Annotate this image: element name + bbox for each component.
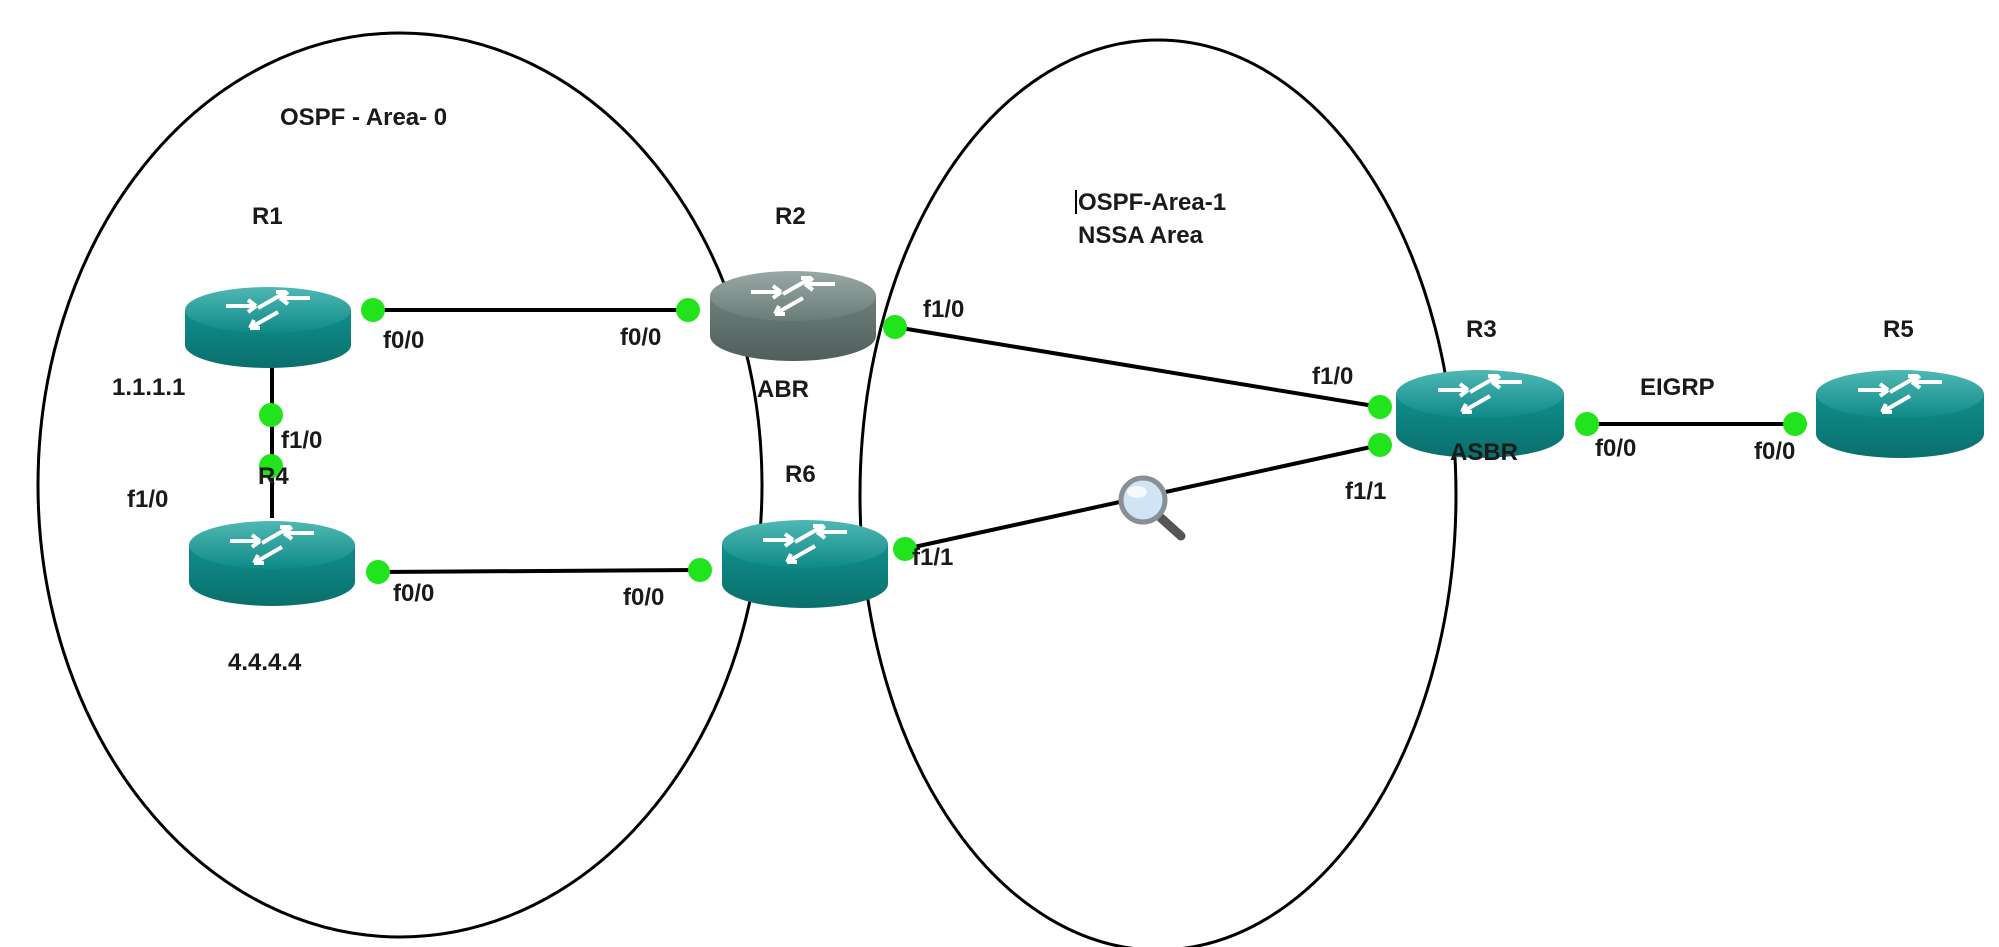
iface-r1-f10: f1/0 [281, 427, 322, 454]
router-id-r4: 4.4.4.4 [228, 649, 302, 676]
router-r4[interactable] [189, 521, 355, 606]
router-icon [1816, 370, 1984, 458]
iface-r4-f10: f1/0 [127, 486, 168, 513]
interface-dots [259, 298, 1807, 584]
router-label-r4: R4 [258, 463, 289, 490]
router-r5[interactable] [1816, 370, 1984, 458]
router-id-r1: 1.1.1.1 [112, 374, 185, 401]
router-icon [185, 287, 351, 368]
router-r6[interactable] [722, 520, 888, 608]
router-label-r1: R1 [252, 203, 283, 230]
router-icon [710, 271, 876, 361]
iface-r6-f00: f0/0 [623, 584, 664, 611]
iface-r1-f00: f0/0 [383, 327, 424, 354]
dot-r5-f00 [1783, 412, 1807, 436]
router-role-r3: ASBR [1450, 439, 1518, 466]
area-1-boundary [858, 38, 1458, 947]
router-role-r2: ABR [757, 376, 809, 403]
router-icon [189, 521, 355, 606]
router-label-r3: R3 [1466, 316, 1497, 343]
router-label-r5: R5 [1883, 316, 1914, 343]
router-icon [722, 520, 888, 608]
dot-r6-f11 [893, 537, 917, 561]
dot-r4-f10 [259, 454, 283, 478]
area-0-boundary [36, 31, 764, 939]
dot-r3-f10 [1368, 395, 1392, 419]
eigrp-label: EIGRP [1640, 374, 1715, 401]
area-0-title: OSPF - Area- 0 [280, 104, 447, 131]
dot-r2-f10 [883, 315, 907, 339]
dot-r3-f00 [1575, 412, 1599, 436]
router-label-r2: R2 [775, 203, 806, 230]
dot-r2-f00 [676, 298, 700, 322]
iface-r2-f10: f1/0 [923, 296, 964, 323]
area-1-title: OSPF-Area-1 [1078, 189, 1226, 216]
link-r4-r6 [377, 568, 701, 574]
router-r2[interactable] [710, 271, 876, 361]
iface-r3-f11: f1/1 [1345, 478, 1386, 505]
iface-r2-f00: f0/0 [620, 324, 661, 351]
magnifier-icon[interactable] [1118, 475, 1186, 541]
router-r1[interactable] [185, 287, 351, 368]
iface-r6-f11: f1/1 [912, 544, 953, 571]
router-label-r6: R6 [785, 461, 816, 488]
iface-r3-f00: f0/0 [1595, 435, 1636, 462]
router-icon [1396, 370, 1564, 458]
area-1-subtitle: NSSA Area [1078, 222, 1204, 249]
dot-r1-f10 [259, 403, 283, 427]
dot-r1-f00 [361, 298, 385, 322]
dot-r4-f00 [366, 560, 390, 584]
router-r3[interactable] [1396, 370, 1564, 458]
dot-r6-f00 [688, 558, 712, 582]
iface-r3-f10: f1/0 [1312, 363, 1353, 390]
iface-r4-f00: f0/0 [393, 580, 434, 607]
iface-r5-f00: f0/0 [1754, 438, 1795, 465]
link-r2-r3 [894, 325, 1381, 409]
dot-r3-f11 [1368, 433, 1392, 457]
